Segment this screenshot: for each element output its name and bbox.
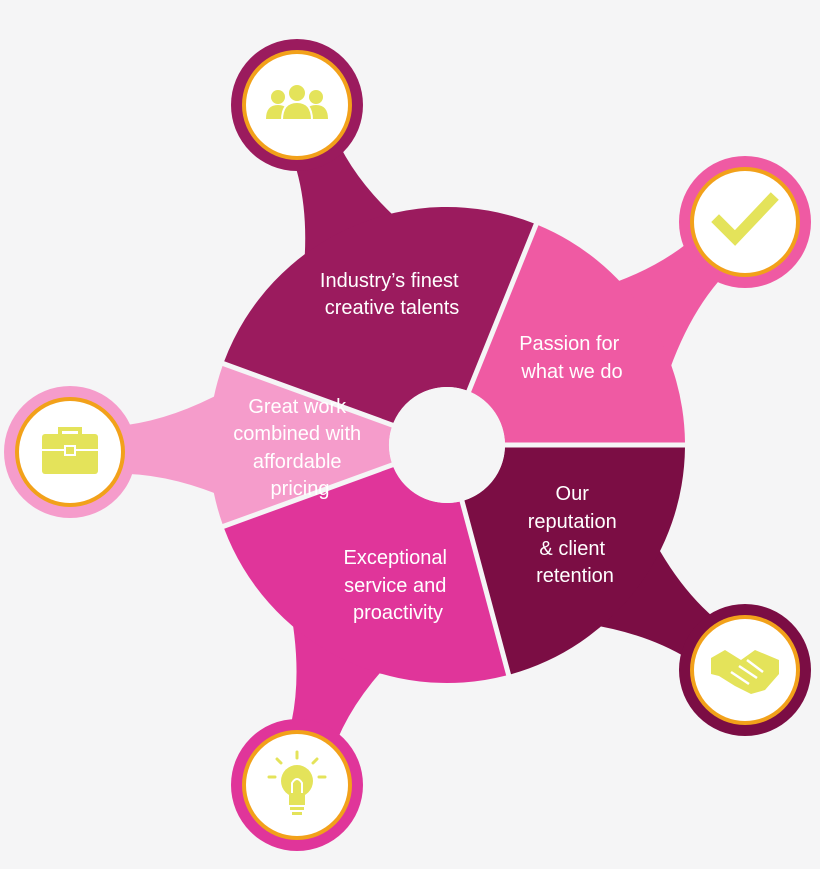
icon-nodes xyxy=(4,39,811,851)
label-talents: Industry’s finest creative talents xyxy=(320,270,464,319)
segment-labels: Industry’s finest creative talents Passi… xyxy=(233,270,625,624)
node-service xyxy=(231,719,363,851)
checkmark-icon xyxy=(711,192,779,246)
node-passion xyxy=(679,156,811,288)
label-passion: Passion for what we do xyxy=(519,333,625,383)
label-reputation: Our reputation & client retention xyxy=(528,483,623,587)
segment-service xyxy=(224,467,507,683)
handshake-icon xyxy=(711,650,779,694)
segments xyxy=(209,206,685,683)
node-talents xyxy=(231,39,363,171)
node-pricing xyxy=(4,386,136,518)
segment-pricing xyxy=(209,365,392,525)
label-service: Exceptional service and proactivity xyxy=(344,547,453,624)
node-reputation xyxy=(679,604,811,736)
people-icon xyxy=(266,83,328,121)
segment-reputation xyxy=(464,447,685,675)
briefcase-icon xyxy=(42,427,98,474)
center-circle xyxy=(389,387,505,503)
segment-passion xyxy=(471,225,685,443)
segment-talents xyxy=(224,206,534,423)
label-pricing: Great work combined with affordable pric… xyxy=(233,396,366,500)
lightbulb-icon xyxy=(267,750,327,815)
